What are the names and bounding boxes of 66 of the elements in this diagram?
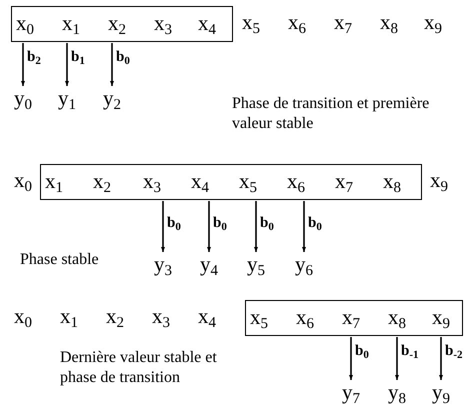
sequence-term: x$_{9}$ <box>424 9 442 36</box>
edge-label: b$_{2}$ <box>27 48 41 66</box>
edge-label: b$_{0}$ <box>213 214 227 232</box>
phase-note: Dernière valeur stable et phase de transition <box>60 348 218 388</box>
sequence-term: x$_{5}$ <box>239 167 257 195</box>
sequence-term: x$_{9}$ <box>432 303 450 331</box>
arrow <box>161 201 165 252</box>
sequence-term: y$_{8}$ <box>388 378 406 406</box>
edge-label: b$_{0}$ <box>167 214 181 232</box>
sequence-term: x$_{6}$ <box>296 303 314 331</box>
sequence-term: y$_{2}$ <box>103 84 121 112</box>
sequence-term: x$_{4}$ <box>198 303 216 330</box>
sequence-term: x$_{6}$ <box>288 9 306 36</box>
sequence-term: x$_{4}$ <box>191 167 209 195</box>
sequence-term: y$_{9}$ <box>432 378 450 406</box>
sequence-term: x$_{3}$ <box>152 303 170 330</box>
sequence-term: x$_{7}$ <box>334 9 352 36</box>
edge-label: b$_{1}$ <box>71 48 85 66</box>
sequence-term: y$_{4}$ <box>200 250 218 278</box>
sequence-term: y$_{1}$ <box>58 84 76 112</box>
sequence-term: y$_{6}$ <box>295 250 313 278</box>
arrow <box>21 43 25 86</box>
sequence-term: x$_{3}$ <box>143 167 161 195</box>
edge-label: b$_{0}$ <box>116 48 130 66</box>
sequence-term: x$_{1}$ <box>62 9 80 37</box>
sequence-term: x$_{8}$ <box>383 167 401 195</box>
arrow <box>395 337 399 380</box>
sequence-term: x$_{5}$ <box>242 9 260 36</box>
sequence-term: x$_{2}$ <box>106 303 124 330</box>
sequence-term: x$_{2}$ <box>108 9 126 37</box>
sequence-term: x$_{8}$ <box>388 303 406 331</box>
sequence-term: y$_{5}$ <box>247 250 265 278</box>
edge-label: b$_{-2}$ <box>445 342 463 360</box>
edge-label: b$_{0}$ <box>260 214 274 232</box>
arrow <box>207 201 211 252</box>
arrow <box>110 43 114 86</box>
edge-label: b$_{0}$ <box>308 214 322 232</box>
sequence-term: x$_{1}$ <box>60 303 78 330</box>
sequence-term: x$_{0}$ <box>14 167 32 194</box>
sequence-term: x$_{0}$ <box>14 303 32 330</box>
sequence-term: y$_{3}$ <box>154 250 172 278</box>
sequence-term: x$_{4}$ <box>198 9 216 37</box>
window-box <box>11 6 233 42</box>
sequence-term: x$_{1}$ <box>45 167 63 195</box>
sequence-term: x$_{3}$ <box>154 9 172 37</box>
edge-label: b$_{-1}$ <box>401 342 419 360</box>
phase-note: Phase stable <box>20 250 100 270</box>
arrow <box>349 337 353 380</box>
arrow <box>302 201 306 252</box>
window-box <box>40 164 422 200</box>
arrow <box>254 201 258 252</box>
sequence-term: x$_{6}$ <box>287 167 305 195</box>
arrow <box>65 43 69 86</box>
sequence-term: x$_{5}$ <box>250 303 268 331</box>
sequence-term: x$_{9}$ <box>430 167 448 194</box>
edge-label: b$_{0}$ <box>355 342 369 360</box>
sequence-term: x$_{8}$ <box>380 9 398 36</box>
sequence-term: x$_{0}$ <box>16 9 34 37</box>
sequence-term: x$_{7}$ <box>335 167 353 195</box>
window-box <box>245 300 463 336</box>
phase-note: Phase de transition et première valeur stable <box>232 94 430 134</box>
sequence-term: x$_{2}$ <box>93 167 111 195</box>
arrow <box>439 337 443 380</box>
sequence-term: y$_{7}$ <box>342 378 360 406</box>
sequence-term: y$_{0}$ <box>14 84 32 112</box>
sequence-term: x$_{7}$ <box>342 303 360 331</box>
